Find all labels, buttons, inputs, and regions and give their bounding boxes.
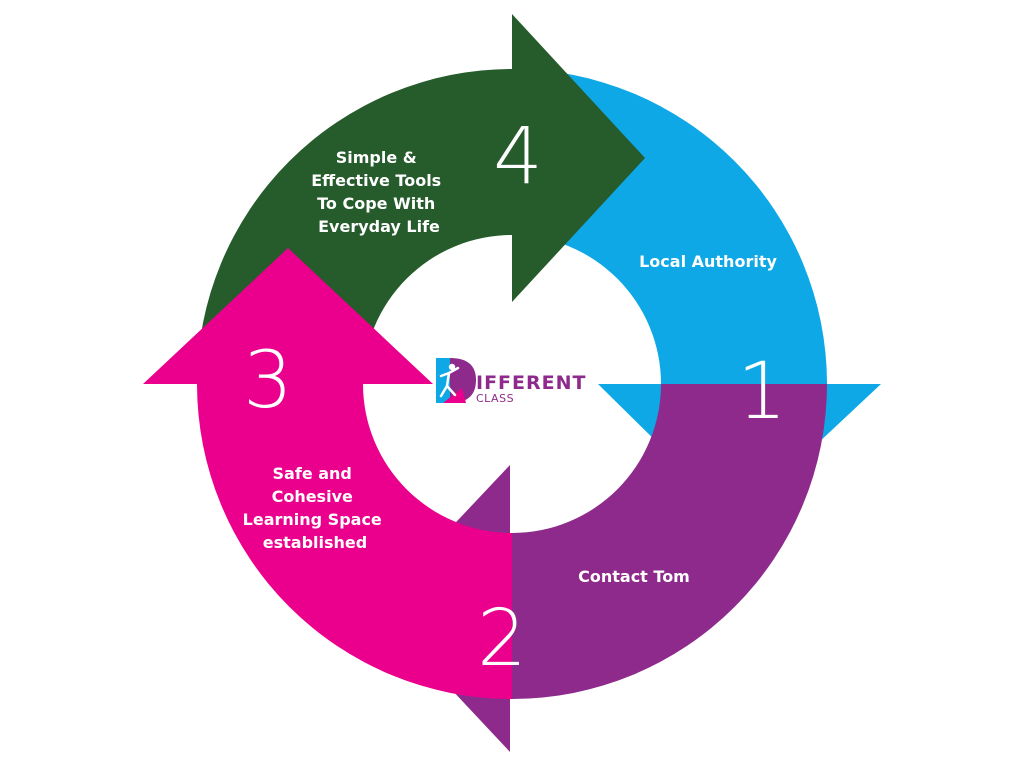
step-3-arrow (143, 248, 512, 699)
logo-figure-head (448, 363, 456, 371)
step-4-arrowhead (512, 14, 645, 302)
step-1-label: Local Authority (639, 252, 777, 271)
logo-text-main: IFFERENT (476, 372, 586, 394)
logo-figure-body (439, 366, 460, 398)
step-2-number: 2 (477, 594, 527, 684)
logo-blue-block (436, 358, 450, 403)
step-3-label: Safe and Cohesive Learning Space establi… (243, 464, 388, 552)
step-1-number: 1 (737, 347, 787, 437)
step-3-number: 3 (243, 336, 293, 426)
step-3-arrowhead (143, 248, 433, 384)
logo-text-sub: CLASS (476, 392, 514, 405)
step-2-arc (512, 384, 827, 699)
step-4-label: Simple & Effective Tools To Cope With Ev… (311, 148, 447, 236)
logo-d-mark-icon (436, 358, 476, 403)
logo: IFFERENT CLASS (436, 358, 586, 405)
step-4-number: 4 (493, 112, 543, 202)
step-3-arc (197, 384, 512, 699)
step-2-label: Contact Tom (578, 567, 690, 586)
